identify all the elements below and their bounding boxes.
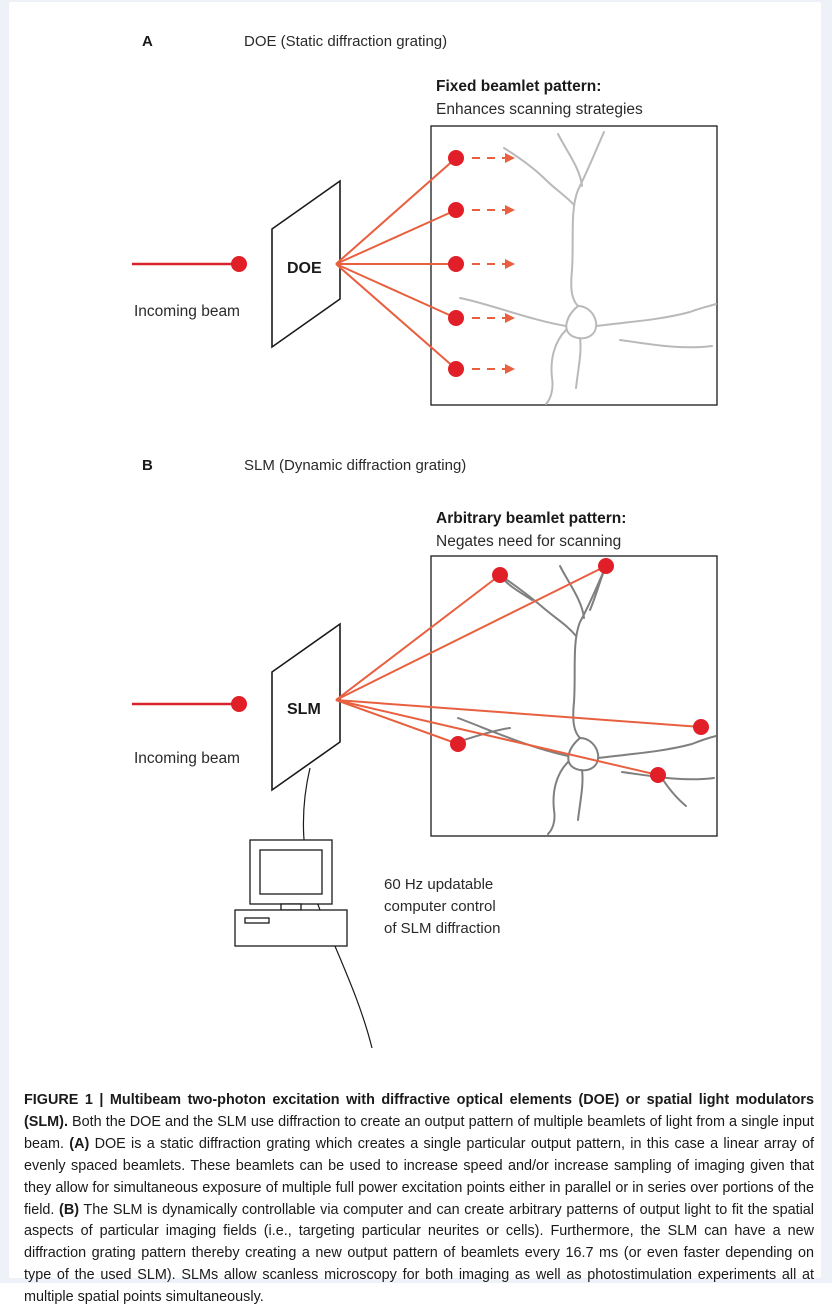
panel-a-beamlets	[448, 150, 515, 377]
panel-b-pattern-heading: Arbitrary beamlet pattern:	[436, 510, 626, 527]
panel-a-beam-dot	[231, 256, 247, 272]
caption-figure-label: FIGURE 1 | Multibeam two-photon excitati…	[24, 1092, 814, 1130]
panel-b-slm-label: SLM	[287, 701, 321, 718]
beamlet-dot	[492, 567, 508, 583]
panel-a-pattern-heading: Fixed beamlet pattern:	[436, 78, 601, 95]
beamlet-dot	[450, 736, 466, 752]
panel-b-beamlet-rays	[335, 565, 702, 776]
panel-a-beam-label: Incoming beam	[134, 303, 240, 320]
panel-a: A DOE (Static diffraction grating) Fixed…	[132, 33, 718, 406]
beamlet-dot	[448, 361, 464, 377]
beamlet-dot	[448, 310, 464, 326]
panel-b-title: SLM (Dynamic diffraction grating)	[244, 457, 466, 474]
panel-b-imaging-field	[430, 555, 718, 837]
control-label-line2: computer control	[384, 898, 496, 915]
panel-a-neuron	[459, 131, 717, 405]
caption-label-a: (A)	[69, 1135, 90, 1152]
panel-b: B SLM (Dynamic diffraction grating) Arbi…	[132, 457, 718, 1049]
figure-caption: FIGURE 1 | Multibeam two-photon excitati…	[24, 1090, 814, 1309]
computer-drive	[244, 917, 270, 924]
panel-a-beamlet-rays	[335, 157, 457, 370]
control-cable	[302, 767, 373, 1049]
beamlet-dot	[598, 558, 614, 574]
panel-b-letter: B	[142, 457, 153, 474]
computer-stand	[280, 903, 302, 911]
panel-b-neuron	[457, 565, 717, 835]
panel-b-pattern-subheading: Negates need for scanning	[436, 533, 621, 550]
computer-icon	[234, 839, 348, 947]
caption-text-3: The SLM is dynamically controllable via …	[24, 1201, 814, 1306]
panel-b-beam-dot	[231, 696, 247, 712]
beamlet-dot	[650, 767, 666, 783]
beamlet-dot	[448, 150, 464, 166]
beamlet-dot	[448, 256, 464, 272]
beamlet-dot	[448, 202, 464, 218]
panel-b-beam-label: Incoming beam	[134, 750, 240, 767]
control-label-line3: of SLM diffraction	[384, 920, 500, 937]
panel-a-doe-element	[271, 179, 341, 349]
panel-b-slm-element	[271, 622, 341, 792]
computer-screen	[259, 849, 323, 895]
caption-text-2: DOE is a static diffraction grating whic…	[24, 1135, 814, 1218]
panel-a-pattern-subheading: Enhances scanning strategies	[436, 101, 643, 118]
panel-b-beamlets	[450, 558, 709, 783]
panel-a-doe-label: DOE	[287, 260, 322, 277]
panel-a-imaging-field	[430, 125, 718, 406]
control-label-line1: 60 Hz updatable	[384, 876, 493, 893]
caption-label-b: (B)	[59, 1201, 80, 1218]
computer-base	[234, 909, 348, 947]
beamlet-dot	[693, 719, 709, 735]
figure-diagram: A DOE (Static diffraction grating) Fixed…	[132, 33, 718, 1049]
panel-a-title: DOE (Static diffraction grating)	[244, 33, 447, 50]
caption-text-1: Both the DOE and the SLM use diffraction…	[24, 1113, 814, 1152]
panel-a-letter: A	[142, 33, 153, 50]
